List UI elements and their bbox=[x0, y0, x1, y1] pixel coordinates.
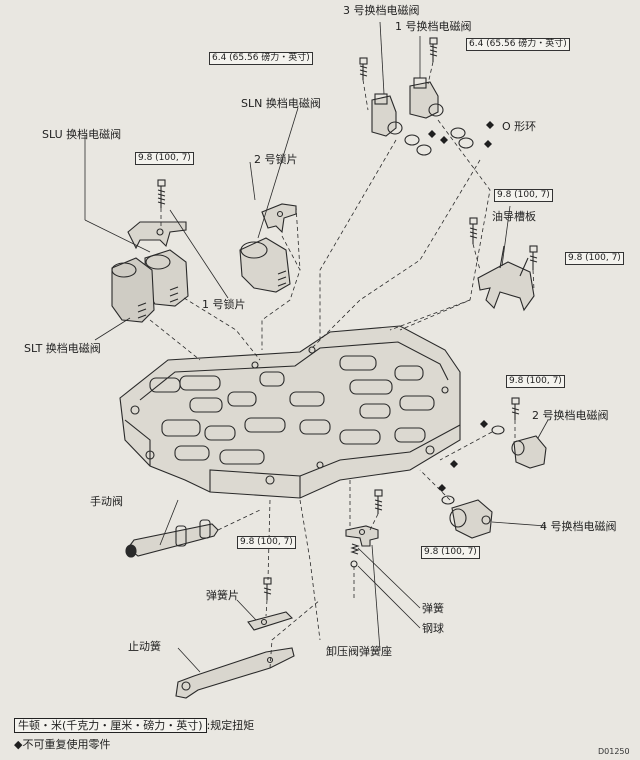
torque-box-right: 9.8 (100, 7) bbox=[565, 252, 624, 265]
spring-and-ball bbox=[350, 543, 360, 568]
figure-code: D01250 bbox=[598, 747, 630, 756]
torque-box-no3: 6.4 (65.56 磅力・英寸) bbox=[209, 52, 313, 65]
bolt-no1 bbox=[429, 37, 438, 62]
no3-shift-solenoid bbox=[371, 93, 403, 137]
slt-solenoid bbox=[111, 257, 155, 323]
right-bolt bbox=[529, 245, 538, 270]
spring-plate-bolt bbox=[263, 577, 272, 600]
torque-box-center: 9.8 (100, 7) bbox=[421, 546, 480, 559]
sln-solenoid bbox=[239, 237, 291, 293]
manual-valve bbox=[125, 519, 219, 558]
label-sln-solenoid: SLN 换档电磁阀 bbox=[241, 97, 321, 110]
no2-bolt bbox=[511, 397, 520, 420]
assembly-lines bbox=[149, 61, 535, 669]
no1-shift-solenoid bbox=[409, 77, 444, 119]
spring-plate bbox=[247, 611, 294, 631]
bolt-no3 bbox=[359, 57, 368, 80]
center-bolt bbox=[374, 489, 383, 514]
oil-plate-bolt bbox=[469, 217, 478, 244]
leader-lines bbox=[84, 21, 549, 673]
nonreusable-marks bbox=[428, 121, 494, 492]
o-rings bbox=[404, 127, 505, 505]
valve-body bbox=[119, 325, 461, 499]
slu-bolt bbox=[157, 179, 166, 208]
label-slu-solenoid: SLU 换档电磁阀 bbox=[42, 128, 122, 141]
label-no1-solenoid: 1 号换档电磁阀 bbox=[395, 20, 472, 33]
label-no4-solenoid: 4 号换档电磁阀 bbox=[540, 520, 617, 533]
no2-lock-plate bbox=[261, 203, 297, 234]
legend-torque-unit: 牛顿・米(千克力・厘米・磅力・英寸):规定扭矩 bbox=[14, 718, 255, 733]
slu-solenoid bbox=[144, 249, 189, 307]
label-no3-solenoid: 3 号换档电磁阀 bbox=[343, 4, 420, 17]
no4-shift-solenoid bbox=[449, 499, 493, 539]
label-slt-solenoid: SLT 换档电磁阀 bbox=[24, 342, 101, 355]
label-steel-ball: 钢球 bbox=[422, 622, 444, 635]
no1-lock-plate bbox=[127, 221, 187, 250]
label-o-ring: O 形环 bbox=[502, 120, 537, 133]
label-oil-guide-plate: 油导槽板 bbox=[492, 210, 536, 223]
relief-spring-seat bbox=[345, 525, 379, 547]
torque-box-no1: 6.4 (65.56 磅力・英寸) bbox=[466, 38, 570, 51]
legend-nonreusable: ◆不可重复使用零件 bbox=[14, 738, 111, 751]
torque-box-oil-plate: 9.8 (100, 7) bbox=[494, 189, 553, 202]
detent-spring bbox=[175, 647, 295, 699]
torque-box-spring-plate: 9.8 (100, 7) bbox=[237, 536, 296, 549]
label-detent-spring: 止动簧 bbox=[128, 640, 161, 653]
label-no2-solenoid: 2 号换档电磁阀 bbox=[532, 409, 609, 422]
legend-unit-box: 牛顿・米(千克力・厘米・磅力・英寸) bbox=[14, 718, 207, 733]
label-no2-lock-plate: 2 号锁片 bbox=[254, 153, 298, 166]
label-no1-lock-plate: 1 号锁片 bbox=[202, 298, 246, 311]
legend-unit-suffix: :规定扭矩 bbox=[206, 719, 255, 732]
no2-shift-solenoid bbox=[511, 435, 547, 469]
torque-box-no2: 9.8 (100, 7) bbox=[506, 375, 565, 388]
label-manual-valve: 手动阀 bbox=[90, 495, 123, 508]
oil-guide-plate bbox=[477, 245, 535, 312]
torque-box-slu: 9.8 (100, 7) bbox=[135, 152, 194, 165]
label-spring-plate: 弹簧片 bbox=[206, 589, 239, 602]
label-spring: 弹簧 bbox=[422, 602, 444, 615]
label-relief-spring-seat: 卸压阀弹簧座 bbox=[326, 645, 392, 658]
